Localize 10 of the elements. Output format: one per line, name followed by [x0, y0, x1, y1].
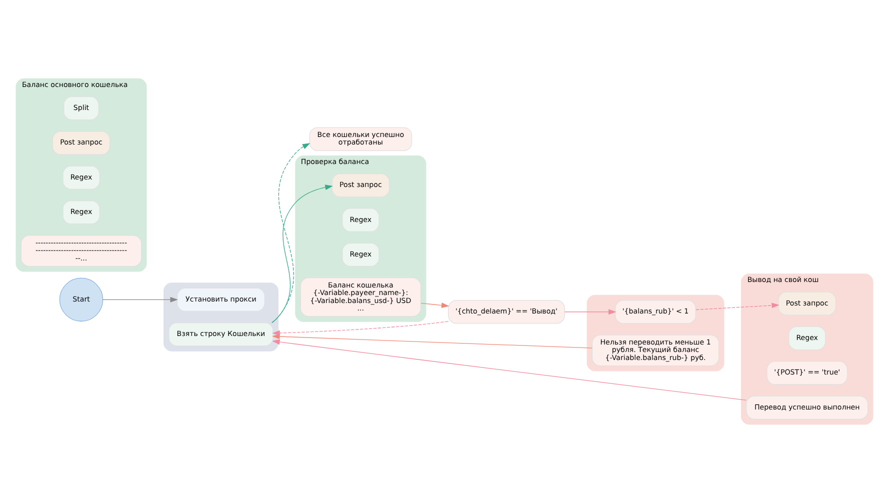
arrow: [272, 320, 449, 336]
cluster: [163, 282, 278, 351]
arrow: [696, 302, 780, 310]
arrow: [271, 184, 333, 323]
arrow: [564, 308, 616, 314]
arrow: [272, 338, 747, 400]
arrow: [102, 296, 178, 302]
arrow: [420, 302, 450, 308]
cluster: [586, 294, 724, 371]
arrow: [272, 142, 310, 322]
